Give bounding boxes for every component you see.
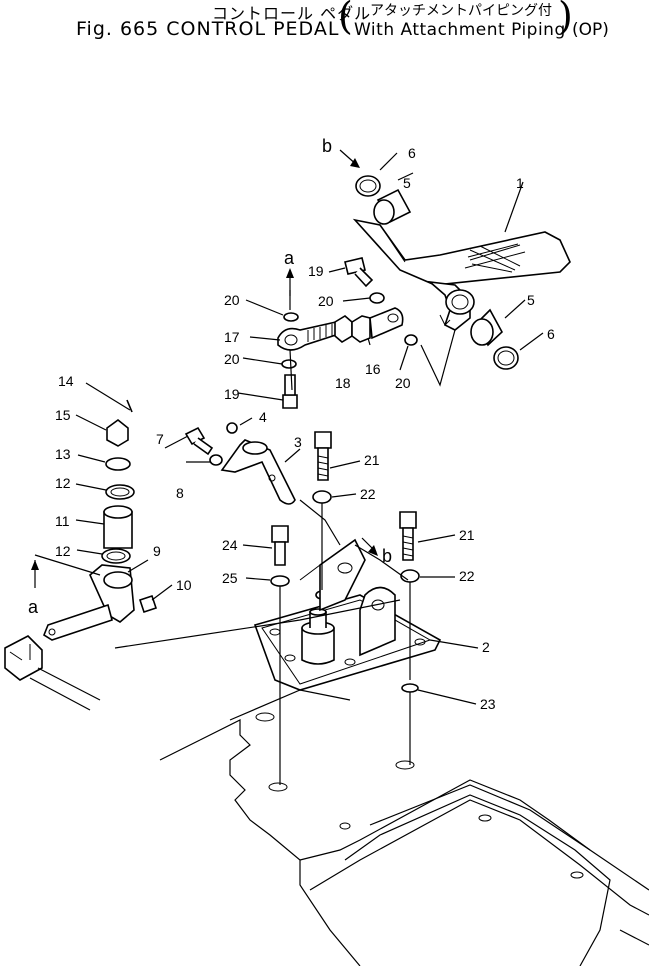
callout-23: 23 [480, 696, 496, 712]
leader-lines [31, 149, 544, 785]
figure-number: Fig. 665 CONTROL PEDAL [76, 18, 340, 40]
rod-assembly [277, 257, 418, 409]
view-marker-b-top: b [322, 136, 332, 156]
callout-12-upper: 12 [55, 475, 71, 491]
callout-9: 9 [153, 543, 161, 559]
callout-20-a: 20 [224, 292, 240, 308]
callout-10: 10 [176, 577, 192, 593]
washer-23 [401, 683, 419, 693]
callout-19-lower: 19 [224, 386, 240, 402]
title-subtitle: With Attachment Piping [354, 20, 566, 40]
pedal [352, 218, 571, 331]
left-linkage [4, 399, 158, 711]
callout-8: 8 [176, 485, 184, 501]
callout-12-lower: 12 [55, 543, 71, 559]
callout-21-right: 21 [459, 527, 475, 543]
title-op-text: (OP) [572, 20, 609, 40]
bolt-21-left [312, 431, 332, 504]
view-marker-a-left: a [28, 597, 39, 617]
callout-16: 16 [365, 361, 381, 377]
bolt-24 [270, 525, 290, 587]
pedal-support-bracket [299, 538, 366, 612]
callout-21-left: 21 [364, 452, 380, 468]
title-jp-paren-text: アタッチメントパイピング付 [370, 3, 552, 19]
callout-17: 17 [224, 329, 240, 345]
view-marker-b-lower: b [382, 546, 392, 566]
title-jp-left: コントロール ペダル [212, 4, 372, 23]
callout-20-b: 20 [318, 293, 334, 309]
callout-5-upper: 5 [403, 175, 411, 191]
paren-open: ( [338, 0, 353, 38]
callout-20-c: 20 [224, 351, 240, 367]
callout-22-right: 22 [459, 568, 475, 584]
view-marker-a-top: a [284, 248, 295, 268]
callout-25: 25 [222, 570, 238, 586]
callout-19-upper: 19 [308, 263, 324, 279]
bushing-upper [355, 175, 412, 225]
callout-11: 11 [55, 513, 70, 529]
callout-7: 7 [156, 431, 164, 447]
callout-1: 1 [516, 175, 524, 191]
figure-title: Fig. 665 CONTROL PEDAL [76, 18, 339, 40]
callout-22-left: 22 [360, 486, 376, 502]
callout-20-d: 20 [395, 375, 411, 391]
bolt-21-right [399, 511, 420, 583]
callout-6-upper: 6 [408, 145, 416, 161]
floor-frame [159, 689, 649, 966]
title-op: (OP) [572, 20, 609, 40]
callout-13: 13 [55, 446, 71, 462]
callout-18: 18 [335, 375, 351, 391]
title-sub-text: With Attachment Piping [354, 20, 566, 40]
callout-24: 24 [222, 537, 238, 553]
callout-6-lower: 6 [547, 326, 555, 342]
callout-4: 4 [259, 409, 267, 425]
lever-arm [184, 422, 296, 505]
bushing-lower [470, 308, 519, 370]
mounting-plate [253, 586, 442, 691]
title-japanese: コントロール ペダル [212, 0, 371, 24]
callout-5-lower: 5 [527, 292, 535, 308]
callout-15: 15 [55, 407, 71, 423]
callout-14: 14 [58, 373, 74, 389]
paren-close: ) [558, 0, 573, 38]
callout-3: 3 [294, 434, 302, 450]
title-jp-paren: アタッチメントパイピング付 [370, 0, 552, 20]
callout-2: 2 [482, 639, 490, 655]
